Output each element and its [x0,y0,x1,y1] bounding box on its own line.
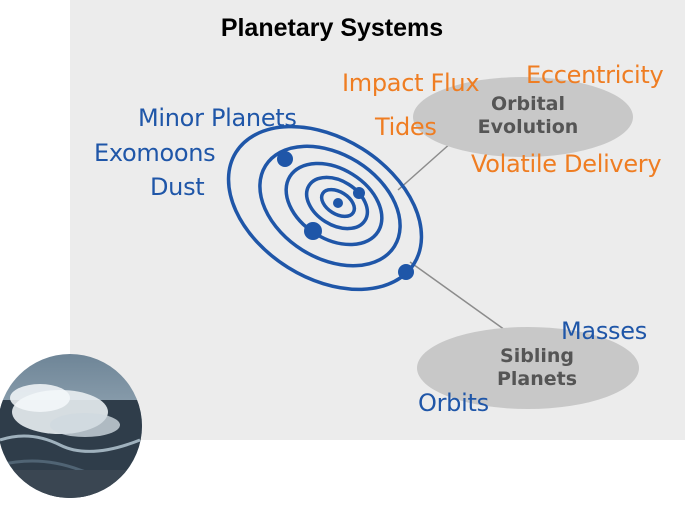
sibling-planets-bubble [417,327,639,409]
label-exomoons: Exomoons [94,139,216,167]
bubble-line: Evolution [477,116,579,138]
orbital-evolution-bubble [413,77,633,157]
bubble-line: Orbital [490,93,566,115]
label-impact-flux: Impact Flux [342,69,480,97]
orbital-evolution-label: Orbital Evolution [463,93,593,139]
planet-dot [277,151,293,167]
planet-dot [304,222,322,240]
planet-dot [353,187,365,199]
label-eccentricity: Eccentricity [526,61,664,89]
planetary-orbits [226,124,424,292]
star-icon [333,198,343,208]
label-minor-planets: Minor Planets [138,104,297,132]
planet-dot [398,264,414,280]
label-volatile-delivery: Volatile Delivery [471,150,662,178]
sibling-planets-label: Sibling Planets [472,345,602,391]
connector-evolution [397,141,453,191]
ocean-storm-photo [0,354,142,498]
bubble-line: Sibling [500,345,574,367]
bubble-line: Planets [496,368,578,390]
label-masses: Masses [561,317,647,345]
page-title: Planetary Systems [220,14,444,42]
label-tides: Tides [375,113,437,141]
connector-siblings [409,261,506,331]
label-orbits: Orbits [418,389,489,417]
label-dust: Dust [150,173,205,201]
